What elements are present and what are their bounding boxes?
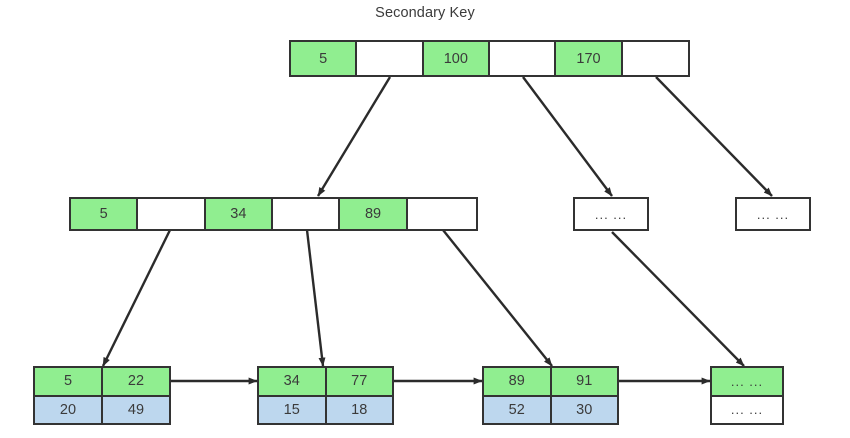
root-cell-key-0[interactable]: 5 (291, 42, 358, 75)
edge-internal-left-to-leaf-1 (101, 229, 172, 367)
leaf-1-value-0[interactable]: 20 (35, 396, 103, 423)
internal-node-right[interactable]: ... ... (735, 197, 811, 231)
leaf-1-key-0[interactable]: 5 (35, 368, 103, 395)
leaf-2-value-row: 15 18 (259, 396, 392, 423)
root-cell-pointer-1[interactable] (357, 42, 424, 75)
leaf-3-value-1[interactable]: 30 (551, 396, 617, 423)
internal-left-cell-key-4[interactable]: 89 (340, 199, 408, 229)
root-cell-key-2[interactable]: 100 (423, 42, 490, 75)
leaf-4-value-row: ... ... (712, 396, 782, 423)
edge-internal-left-to-leaf-2 (305, 229, 326, 367)
leaf-3-key-1[interactable]: 91 (551, 368, 617, 395)
leaf-1-key-row: 5 22 (35, 368, 169, 397)
leaf-4-value-ellipsis[interactable]: ... ... (712, 396, 782, 423)
leaf-4-key-ellipsis[interactable]: ... ... (712, 368, 782, 395)
leaf-4-key-row: ... ... (712, 368, 782, 397)
root-cell-pointer-5[interactable] (622, 42, 688, 75)
edge-root-to-internal-right (655, 76, 773, 197)
leaf-2-key-0[interactable]: 34 (259, 368, 327, 395)
internal-left-cell-key-0[interactable]: 5 (71, 199, 139, 229)
leaf-2-value-0[interactable]: 15 (259, 396, 327, 423)
internal-left-cell-pointer-5[interactable] (407, 199, 477, 229)
edge-root-to-internal-left (316, 76, 392, 197)
root-cell-key-4[interactable]: 170 (556, 42, 623, 75)
internal-left-cell-pointer-1[interactable] (138, 199, 206, 229)
internal-right-cell-ellipsis[interactable]: ... ... (737, 199, 809, 229)
internal-node-middle[interactable]: ... ... (573, 197, 649, 231)
leaf-node-3[interactable]: 89 91 52 30 (482, 366, 619, 425)
internal-left-cell-key-2[interactable]: 34 (205, 199, 274, 229)
leaf-3-key-row: 89 91 (484, 368, 617, 397)
edge-root-to-internal-middle (522, 76, 613, 197)
leaf-1-value-1[interactable]: 49 (103, 396, 169, 423)
root-cell-pointer-3[interactable] (489, 42, 557, 75)
root-node[interactable]: 5 100 170 (289, 40, 690, 77)
edge-internal-middle-to-leaf-4 (611, 231, 745, 367)
internal-left-cell-pointer-3[interactable] (273, 199, 341, 229)
leaf-node-2[interactable]: 34 77 15 18 (257, 366, 394, 425)
leaf-node-4[interactable]: ... ... ... ... (710, 366, 784, 425)
leaf-2-key-row: 34 77 (259, 368, 392, 397)
leaf-3-value-row: 52 30 (484, 396, 617, 423)
leaf-1-value-row: 20 49 (35, 396, 169, 423)
leaf-3-value-0[interactable]: 52 (484, 396, 552, 423)
leaf-node-1[interactable]: 5 22 20 49 (33, 366, 171, 425)
leaf-2-value-1[interactable]: 18 (326, 396, 392, 423)
diagram-title: Secondary Key (375, 5, 475, 21)
leaf-3-key-0[interactable]: 89 (484, 368, 552, 395)
edge-internal-left-to-leaf-3 (442, 229, 553, 367)
internal-middle-cell-ellipsis[interactable]: ... ... (575, 199, 647, 229)
leaf-1-key-1[interactable]: 22 (103, 368, 169, 395)
leaf-2-key-1[interactable]: 77 (326, 368, 392, 395)
internal-node-left[interactable]: 5 34 89 (69, 197, 478, 231)
